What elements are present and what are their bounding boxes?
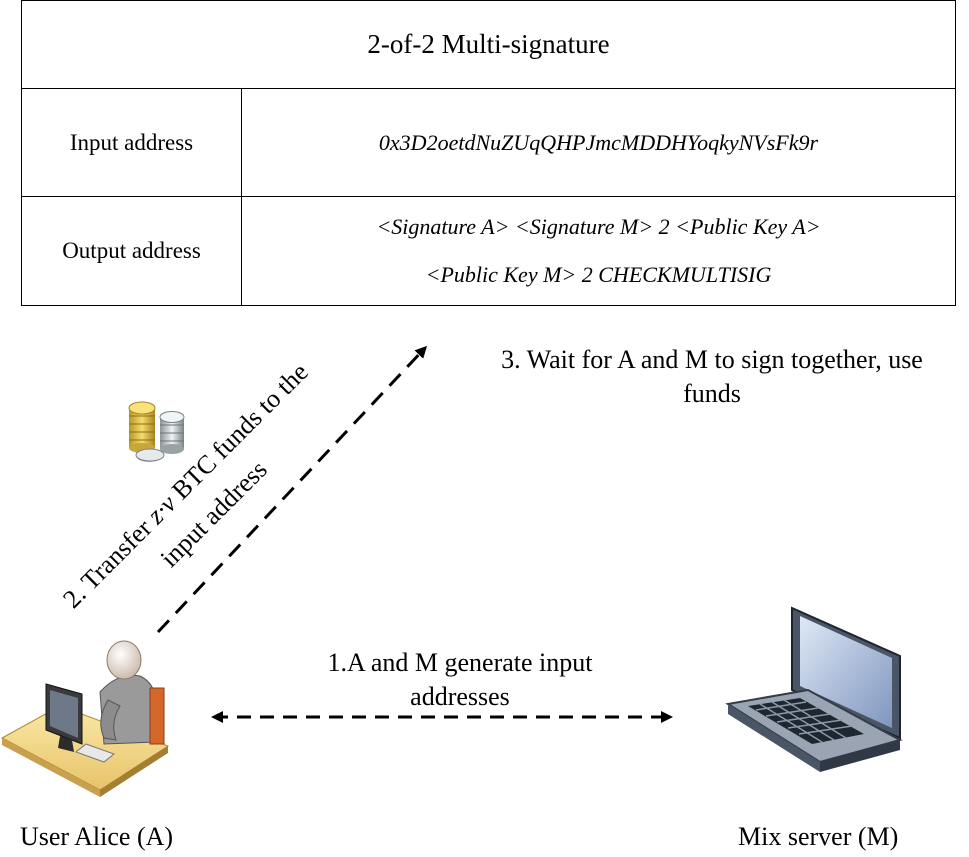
table-row-output: Output address <Signature A> <Signature … [22,197,955,305]
step3-line-2: funds [683,379,741,408]
output-script-line-1: <Signature A> <Signature M> 2 <Public Ke… [376,214,821,239]
step1-label: 1.A and M generate input addresses [290,646,630,714]
user-at-computer-icon [0,640,170,797]
transfer-arrow [156,345,428,634]
output-script-line-2: <Public Key M> 2 CHECKMULTISIG [425,262,772,287]
step1-line-1: 1.A and M generate input [327,648,593,677]
table-row-input: Input address 0x3D2oetdNuZUqQHPJmcMDDHYo… [22,89,955,197]
multisig-table: 2-of-2 Multi-signature Input address 0x3… [21,0,956,306]
laptop-icon [725,606,903,772]
input-address-label: Input address [22,89,242,196]
mix-server-caption: Mix server (M) [738,822,899,851]
input-address-value: 0x3D2oetdNuZUqQHPJmcMDDHYoqkyNVsFk9r [242,89,955,196]
coin-stack-icon [128,401,185,462]
output-address-value: <Signature A> <Signature M> 2 <Public Ke… [242,197,955,305]
output-address-label: Output address [22,197,242,305]
alice-caption: User Alice (A) [20,822,174,851]
input-address-line: 0x3D2oetdNuZUqQHPJmcMDDHYoqkyNVsFk9r [378,129,819,155]
table-title: 2-of-2 Multi-signature [22,1,955,89]
step3-label: 3. Wait for A and M to sign together, us… [455,343,969,411]
step1-line-2: addresses [410,682,510,711]
step3-line-1: 3. Wait for A and M to sign together, us… [501,345,923,374]
